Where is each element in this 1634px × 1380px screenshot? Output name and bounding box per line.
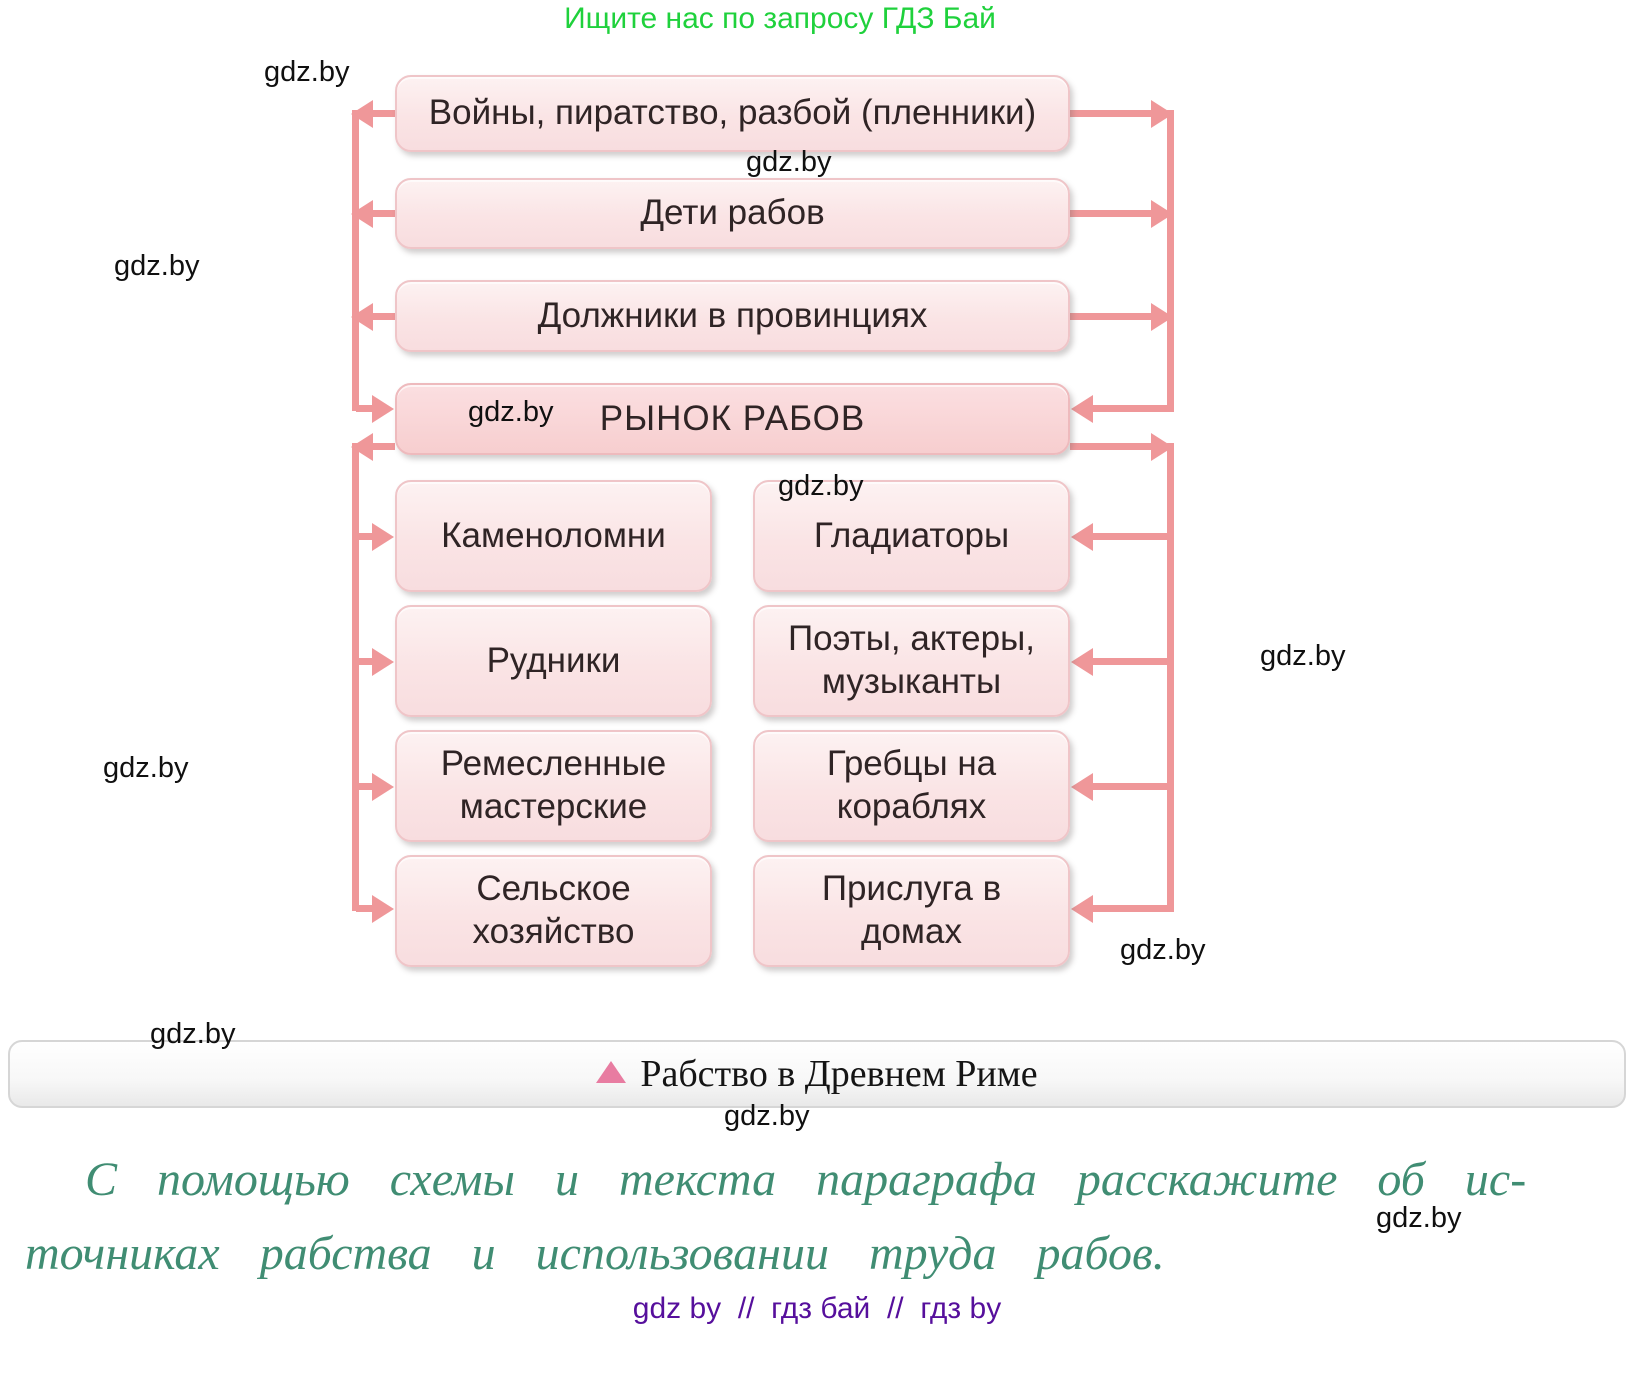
arrow-source3-right [1070,313,1152,320]
flow-line-right-upper [1167,110,1174,411]
flow-box-workshops: Ремесленные мастерские [395,730,712,842]
flow-box-mines: Рудники [395,605,712,717]
arrow-market-in-right [1092,405,1174,412]
task-text-line1: С помощью схемы и текста параграфа расск… [85,1153,1527,1206]
arrow-use-right-2 [1092,658,1174,665]
box-label: Каменоломни [441,515,666,555]
gdz-watermark: gdz.by [114,250,200,282]
arrow-use-right-4 [1092,905,1174,912]
gdz-watermark: gdz.by [150,1018,236,1050]
triangle-up-icon [596,1061,627,1083]
flow-box-poets-actors: Поэты, актеры, музыканты [753,605,1070,717]
arrow-market-out-right [1070,443,1152,450]
arrow-use-left-4 [356,905,373,912]
arrow-source3-left [372,313,395,320]
gdz-watermark: gdz.by [1376,1202,1462,1234]
arrow-use-left-3 [356,783,373,790]
flow-box-agriculture: Сельское хозяйство [395,855,712,967]
gdz-watermark: gdz.by [724,1100,810,1132]
caption-title: Рабство в Древнем Риме [640,1053,1038,1095]
arrow-use-left-1 [356,533,373,540]
caption-bar: Рабство в Древнем Риме [8,1040,1626,1108]
arrow-source2-right [1070,210,1152,217]
flow-box-gladiators: Гладиаторы [753,480,1070,592]
box-label: РЫНОК РАБОВ [599,398,866,438]
gdz-watermark: gdz.by [103,752,189,784]
box-label: Дети рабов [640,193,825,233]
arrow-source2-left [372,210,395,217]
box-label: Войны, пиратство, разбой (пленники) [428,93,1037,133]
flow-box-servants: Прислуга в домах [753,855,1070,967]
flow-box-source-children: Дети рабов [395,178,1070,249]
gdz-watermark: gdz.by [264,56,350,88]
flow-box-source-wars: Войны, пиратство, разбой (пленники) [395,75,1070,152]
flow-line-right-lower [1167,443,1174,911]
gdz-watermark: gdz.by [468,396,554,428]
box-label: Рудники [486,640,621,680]
flow-box-slave-market: РЫНОК РАБОВ [395,383,1070,455]
flow-box-source-debtors: Должники в провинциях [395,280,1070,352]
task-text-line2: точниках рабства и использовании труда р… [25,1227,1165,1280]
arrow-source1-left [372,110,395,117]
flow-line-left-upper [352,110,359,411]
box-label: Ремесленные мастерские [440,744,667,826]
gdz-watermark: gdz.by [1120,934,1206,966]
arrow-market-out-left [372,443,395,450]
promo-text: Ищите нас по запросу ГДЗ Бай [564,2,996,35]
box-label: Гладиаторы [813,515,1010,555]
arrow-source1-right [1070,110,1152,117]
box-label: Прислуга в домах [821,869,1002,951]
footer-tags: gdz by // гдз бай // гдз by [632,1292,1002,1325]
flow-line-left-lower [352,443,359,911]
arrow-use-right-1 [1092,533,1174,540]
arrow-use-right-3 [1092,783,1174,790]
gdz-watermark: gdz.by [1260,640,1346,672]
arrow-use-left-2 [356,658,373,665]
flow-box-quarries: Каменоломни [395,480,712,592]
box-label: Сельское хозяйство [472,869,635,951]
flow-box-rowers: Гребцы на кораблях [753,730,1070,842]
box-label: Гребцы на кораблях [826,744,997,826]
gdz-watermark: gdz.by [778,470,864,502]
box-label: Должники в провинциях [537,295,928,335]
gdz-watermark: gdz.by [746,146,832,178]
arrow-market-in-left [356,405,373,412]
box-label: Поэты, актеры, музыканты [788,619,1035,701]
